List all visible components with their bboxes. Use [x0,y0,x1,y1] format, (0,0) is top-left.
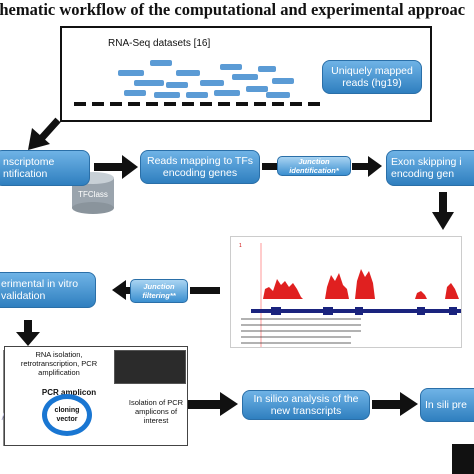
arrow-right-icon [188,392,238,416]
uniquely-mapped-box: Uniquely mapped reads (hg19) [322,60,422,94]
read [118,70,144,76]
genome-dash [128,102,140,106]
reads-mapping-box: Reads mapping to TFs encoding genes [140,150,260,184]
read [232,74,258,80]
read [134,80,164,86]
arrow-right-icon [262,156,382,177]
molecule-image [452,444,474,474]
genome-dash [200,102,212,106]
genome-dash [272,102,284,106]
arrow-right-icon [372,392,418,416]
svg-text:1: 1 [239,243,242,249]
coverage-track: 1 [239,243,461,347]
gel-image [114,350,186,384]
read [154,92,180,98]
genome-dash [146,102,158,106]
arrow-down-icon [432,192,454,230]
genome-dash [164,102,176,106]
read [258,66,276,72]
genome-dash [254,102,266,106]
figure-title: chematic workflow of the computational a… [0,0,466,19]
rna-seq-label: RNA-Seq datasets [16] [108,38,211,49]
read [166,82,188,88]
genome-dash [74,102,86,106]
genome-dash [182,102,194,106]
read [246,86,268,92]
experimental-validation-box: erimental in vitro validation [0,272,96,308]
isolation-pcr-text: Isolation of PCR amplicons of interest [128,398,184,425]
genome-dash [110,102,122,106]
genome-dash [92,102,104,106]
read [214,90,240,96]
read [124,90,146,96]
genome-dash [218,102,230,106]
genome-dash [308,102,320,106]
in-silico-prediction-box: In sili pre [420,388,474,422]
genome-browser-panel: 1 [230,236,462,348]
pcr-amplicon-label: PCR amplicon [41,388,97,397]
database-label: TFClass [78,190,108,199]
in-silico-analysis-box: In silico analysis of the new transcript… [242,390,370,420]
junction-filtering-pill: Junction filtering** [130,279,188,303]
junction-identification-pill: Junction identification* [277,156,351,176]
read [150,60,172,66]
genome-dash [236,102,248,106]
arrow-right-icon [94,155,138,179]
read [200,80,224,86]
cloning-vector-label: cloning vector [54,407,80,423]
read [266,92,290,98]
read [220,64,242,70]
genome-dash [290,102,302,106]
transcriptome-box: nscriptome ntification [0,150,90,186]
arrow-down-icon [16,320,40,346]
read [176,70,200,76]
read [272,78,294,84]
arrow-left-icon [112,280,220,300]
exon-skipping-box: Exon skipping i encoding gen [386,150,474,186]
read [186,92,208,98]
arrow-down-left-icon [28,117,61,150]
rna-isolation-text: RNA isolation, retrotranscription, PCR a… [20,350,98,377]
cloning-vector-icon [42,394,92,436]
